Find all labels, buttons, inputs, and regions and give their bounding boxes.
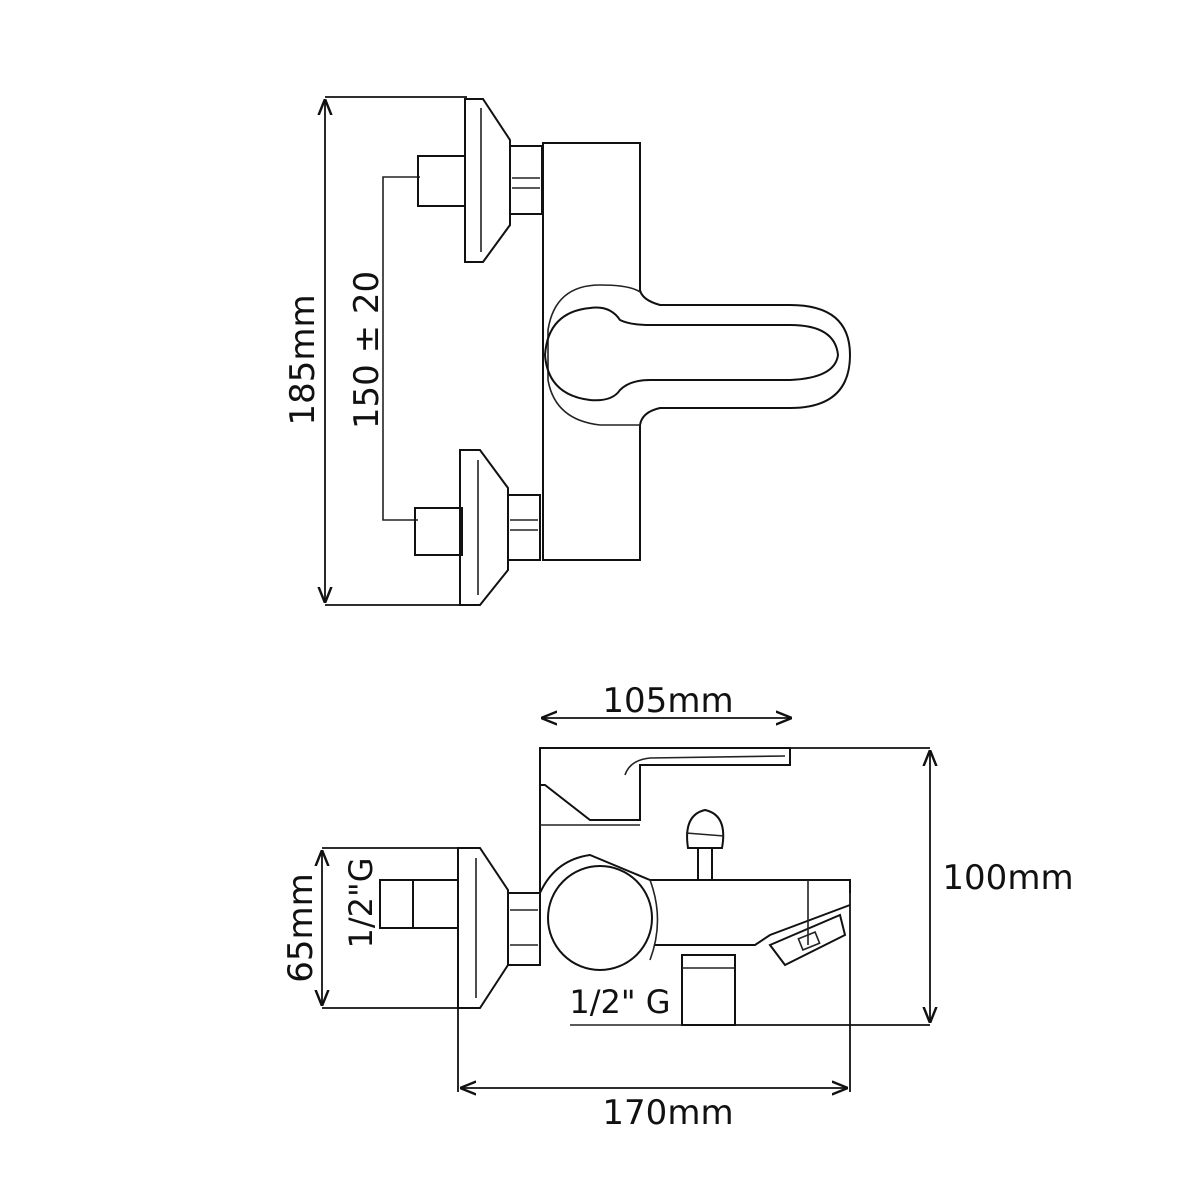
height-label: 185mm (283, 294, 323, 425)
inlet-height-label: 65mm (281, 873, 321, 983)
dimension-185: 185mm (283, 96, 467, 606)
inlet-thread-label: 1/2"G (342, 857, 380, 948)
outlet-thread-label: 1/2" G (569, 983, 670, 1021)
diverter-knob (685, 808, 725, 881)
dimension-centers: 150 ± 20 (347, 176, 420, 521)
total-depth-label: 170mm (602, 1093, 733, 1133)
lower-inlet (414, 449, 541, 606)
top-view: 185mm 150 ± 20 (283, 96, 852, 606)
dimension-65: 65mm 1/2"G (281, 847, 465, 1009)
mixer-body (542, 142, 852, 561)
dimension-105: 105mm (541, 681, 792, 721)
side-lever (539, 747, 791, 893)
total-height-label: 100mm (942, 858, 1073, 898)
dimension-100: 100mm (735, 747, 1074, 1026)
centers-label: 150 ± 20 (347, 271, 387, 429)
dimension-170: 170mm (457, 893, 851, 1133)
upper-inlet (417, 98, 543, 263)
side-body: 1/2" G (539, 853, 851, 1026)
side-inlet (379, 847, 541, 1009)
side-view: 105mm 100mm 65mm 1/2"G 170mm (281, 681, 1074, 1133)
lever-width-label: 105mm (602, 681, 733, 721)
